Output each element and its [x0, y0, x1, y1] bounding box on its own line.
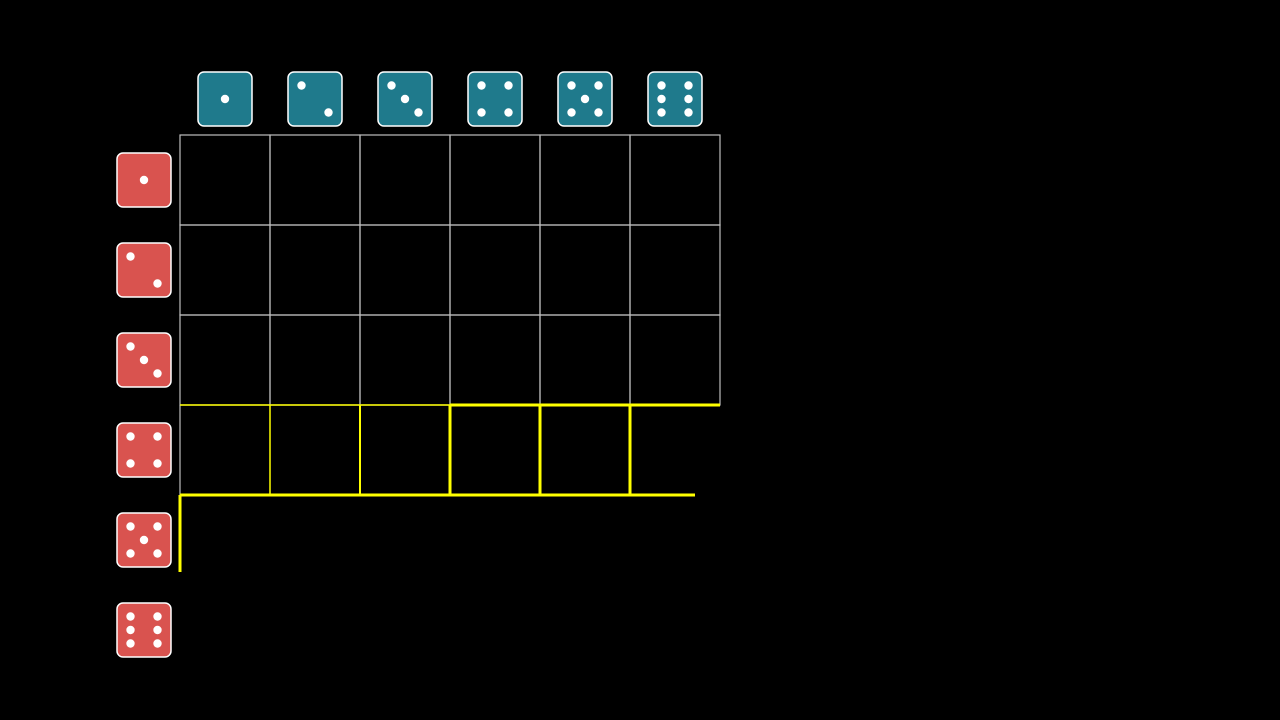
column-die-pip-4-3	[477, 108, 486, 117]
grid-cell-r2-c2	[269, 224, 361, 316]
grid-cell-r3-c4	[449, 314, 541, 406]
row-die-pip-4-2	[153, 432, 162, 441]
column-die-pip-4-4	[504, 108, 513, 117]
row-die-4	[116, 422, 172, 478]
grid-cell-r1-c2	[269, 134, 361, 226]
grid-cell-r2-c4	[449, 224, 541, 316]
row-die-pip-6-3	[126, 625, 135, 635]
grid-cell-r1-c4	[449, 134, 541, 226]
grid-cell-r2-c6	[629, 224, 721, 316]
row-die-pip-2-2	[153, 279, 162, 288]
grid-cell-r2-c3	[359, 224, 451, 316]
column-die-pip-5-3	[580, 94, 590, 104]
column-die-pip-5-2	[594, 81, 603, 90]
row-die-6	[116, 602, 172, 658]
grid-cell-r3-c6	[629, 314, 721, 406]
column-die-pip-4-2	[504, 81, 513, 90]
row-die-2	[116, 242, 172, 298]
row-die-pip-6-5	[126, 639, 135, 648]
column-die-pip-1-1	[220, 94, 230, 104]
column-die-pip-6-1	[657, 81, 666, 90]
grid-cell-r1-c5	[539, 134, 631, 226]
row-die-pip-5-2	[153, 522, 162, 531]
column-die-pip-5-4	[567, 108, 576, 117]
grid-cell-r1-c6	[629, 134, 721, 226]
row-die-pip-5-3	[139, 535, 149, 545]
column-die-pip-5-5	[594, 108, 603, 117]
row-die-pip-1-1	[139, 175, 149, 185]
column-die-pip-3-2	[400, 94, 410, 104]
column-die-pip-6-3	[657, 94, 666, 104]
row-die-pip-3-1	[126, 342, 135, 351]
grid-cell-r3-c2	[269, 314, 361, 406]
row-die-pip-4-1	[126, 432, 135, 441]
grid-cell-r3-c1	[179, 314, 271, 406]
row-die-pip-5-1	[126, 522, 135, 531]
row-die-pip-2-1	[126, 252, 135, 261]
grid-cell-r3-c3	[359, 314, 451, 406]
row-die-pip-3-2	[139, 355, 149, 365]
row-die-pip-6-6	[153, 639, 162, 648]
column-die-pip-3-1	[387, 81, 396, 90]
row-die-pip-6-4	[153, 625, 162, 635]
column-die-pip-4-1	[477, 81, 486, 90]
column-die-pip-6-5	[657, 108, 666, 117]
row-die-pip-6-2	[153, 612, 162, 621]
column-die-pip-2-1	[297, 81, 306, 90]
grid-cell-r1-c1	[179, 134, 271, 226]
row-die-pip-4-4	[153, 459, 162, 468]
column-die-pip-5-1	[567, 81, 576, 90]
column-die-6	[647, 71, 703, 127]
row-die-pip-6-1	[126, 612, 135, 621]
row-die-pip-4-3	[126, 459, 135, 468]
grid-cell-r1-c3	[359, 134, 451, 226]
grid-cell-r2-c5	[539, 224, 631, 316]
column-die-4	[467, 71, 523, 127]
grid-cell-r2-c1	[179, 224, 271, 316]
column-die-pip-6-4	[684, 94, 693, 104]
column-die-pip-2-2	[324, 108, 333, 117]
row-die-pip-5-5	[153, 549, 162, 558]
column-die-pip-6-2	[684, 81, 693, 90]
grid-cell-r3-c5	[539, 314, 631, 406]
row-die-pip-5-4	[126, 549, 135, 558]
column-die-pip-6-6	[684, 108, 693, 117]
row-die-pip-3-3	[153, 369, 162, 378]
column-die-2	[287, 71, 343, 127]
column-die-pip-3-3	[414, 108, 423, 117]
